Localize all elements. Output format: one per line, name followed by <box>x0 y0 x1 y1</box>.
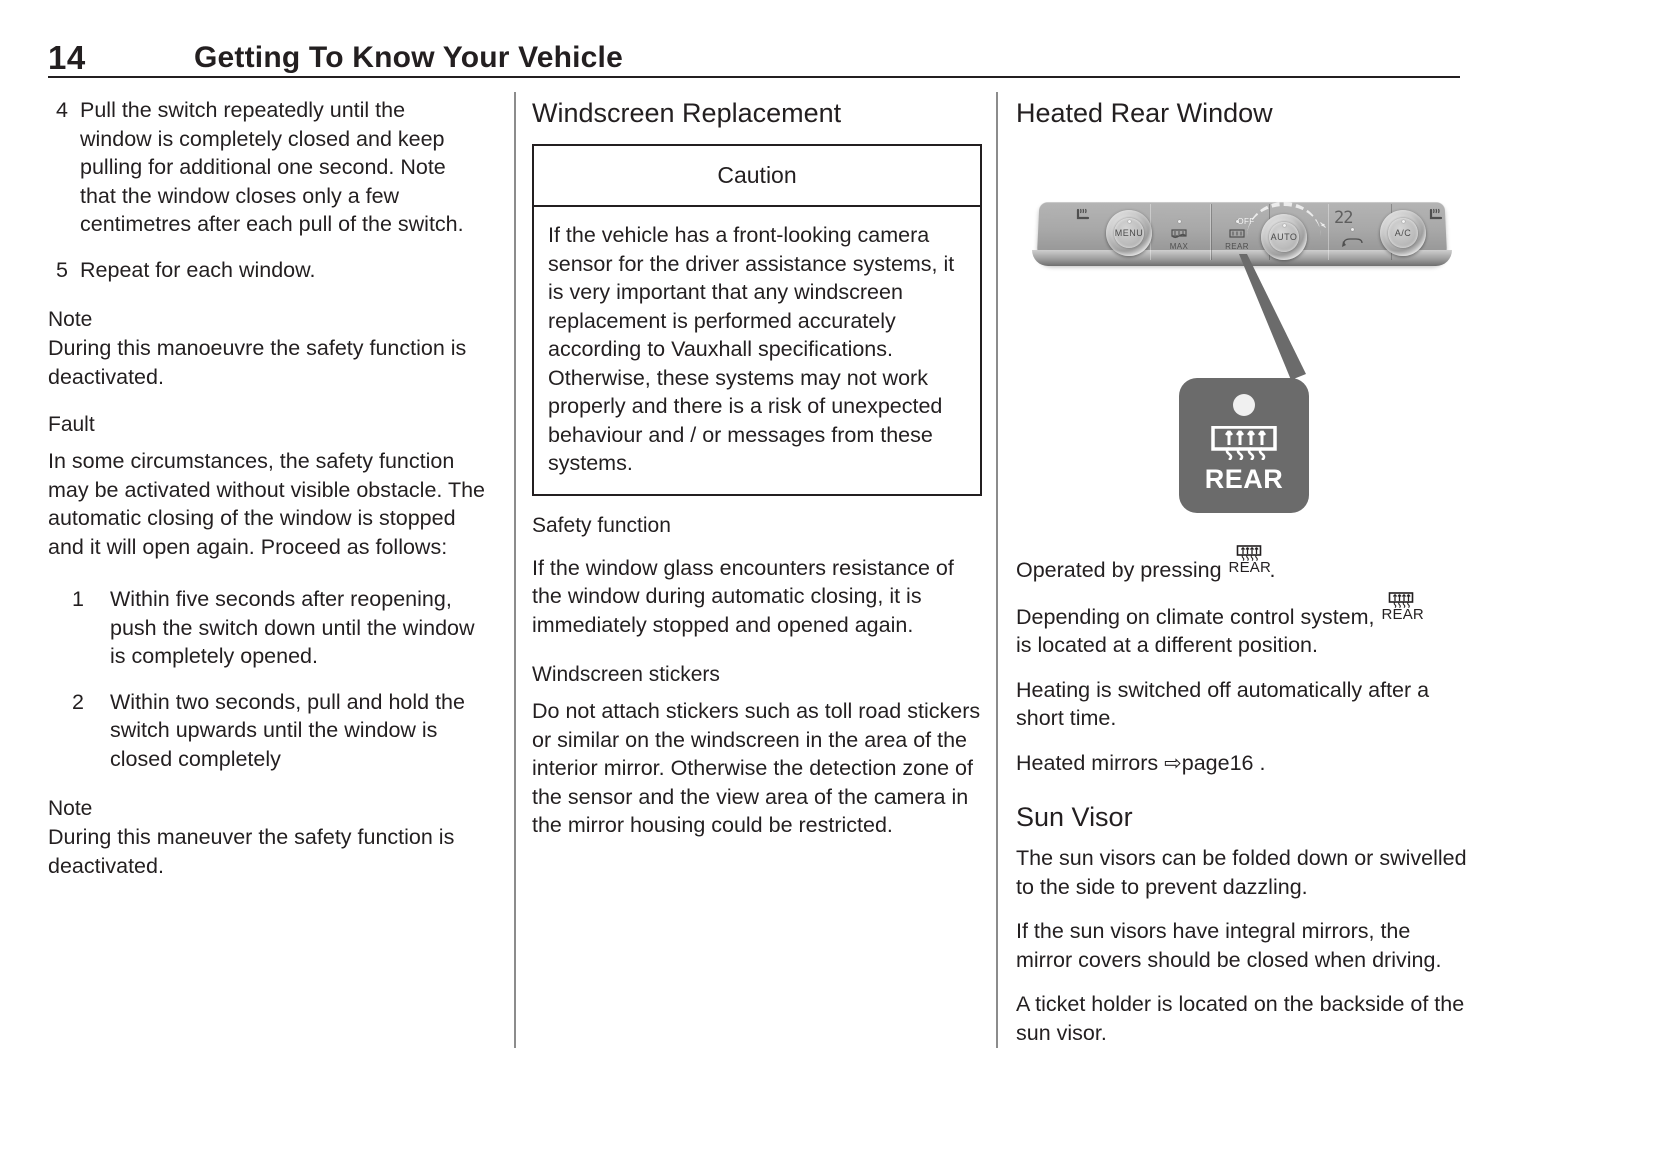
safety-function-text: If the window glass encounters resistanc… <box>532 555 954 637</box>
list-item: 4 Pull the switch repeatedly until the w… <box>48 96 491 239</box>
caution-body-text: If the vehicle has a front-looking camer… <box>548 223 955 475</box>
recirculation-led <box>1351 228 1354 231</box>
rear-defrost-icon <box>1229 229 1245 238</box>
knob-indicator-dot <box>1401 220 1405 224</box>
knob-indicator-dot <box>1127 220 1131 224</box>
max-led <box>1178 220 1181 223</box>
heated-mirrors-page[interactable]: page16 . <box>1181 750 1266 775</box>
seat-heating-icon-right <box>1429 208 1443 220</box>
column-divider-left <box>514 92 516 1048</box>
sun-visor-paragraph-3: A ticket holder is located on the backsi… <box>1016 992 1465 1045</box>
callout-label: REAR <box>1204 464 1284 494</box>
temperature-display: 22 <box>1334 208 1354 228</box>
step-text: Within five seconds after reopening, pus… <box>110 587 475 668</box>
depending-prefix: Depending on climate control system, <box>1016 604 1381 629</box>
fault-intro-text: In some circumstances, the safety functi… <box>48 449 486 559</box>
heating-switched-off-text: Heating is switched off automatically af… <box>1016 677 1430 731</box>
rear-led <box>1236 220 1239 223</box>
callout-leader-line <box>1239 254 1306 380</box>
rear-label: REAR <box>1225 242 1249 251</box>
auto-knob[interactable]: AUTO <box>1261 214 1307 260</box>
callout-led-indicator <box>1233 394 1255 416</box>
note-text: During this maneuver the safety function… <box>48 825 455 878</box>
windscreen-replacement-heading: Windscreen Replacement <box>532 98 842 128</box>
list-item: 2 Within two seconds, pull and hold the … <box>48 688 491 774</box>
page-title: Getting To Know Your Vehicle <box>194 41 623 74</box>
page-number: 14 <box>48 39 86 76</box>
operated-by-pressing-text: Operated by pressing REAR. <box>1016 545 1468 585</box>
inline-rear-label: REAR <box>1228 559 1272 576</box>
heated-mirrors-label: Heated mirrors <box>1016 750 1165 775</box>
seat-heating-icon <box>1076 208 1090 220</box>
ac-knob[interactable]: A/C <box>1380 210 1426 256</box>
air-recirculation-icon <box>1342 238 1363 247</box>
rear-defrost-glyph <box>1236 545 1261 561</box>
header-divider-rule <box>48 76 1460 78</box>
depending-suffix: is located at a different position. <box>1016 633 1318 657</box>
fault-steps-list: 1 Within five seconds after reopening, p… <box>48 585 491 773</box>
depending-on-climate-text: Depending on climate control system, REA… <box>1016 591 1468 660</box>
note-text: During this manoeuvre the safety functio… <box>48 336 467 389</box>
climate-control-panel: MENU MAX REAR OFF <box>1028 198 1456 276</box>
heated-rear-window-heading: Heated Rear Window <box>1016 98 1273 128</box>
inline-rear-defrost-icon: REAR <box>1228 545 1272 581</box>
climate-control-figure: MENU MAX REAR OFF <box>1016 148 1468 548</box>
steps-continued-list: 4 Pull the switch repeatedly until the w… <box>48 96 491 284</box>
caution-box: Caution If the vehicle has a front-looki… <box>532 144 982 496</box>
step-text: Repeat for each window. <box>80 257 316 282</box>
page-header: 14 Getting To Know Your Vehicle <box>48 38 1458 90</box>
knob-indicator-dot <box>1282 224 1286 228</box>
rear-defrost-icon <box>1211 426 1277 460</box>
step-number: 2 <box>72 689 84 714</box>
safety-function-heading: Safety function <box>532 513 671 537</box>
step-number: 1 <box>72 587 84 611</box>
operated-prefix: Operated by pressing <box>1016 558 1228 582</box>
operated-suffix: . <box>1269 558 1276 582</box>
rear-button-callout: REAR <box>1179 378 1309 513</box>
step-text: Within two seconds, pull and hold the sw… <box>110 689 465 771</box>
max-label: MAX <box>1169 242 1189 251</box>
fan-icon <box>1320 222 1326 228</box>
windscreen-stickers-heading: Windscreen stickers <box>532 663 720 686</box>
page-reference-arrow-icon: ⇨ <box>1164 751 1182 775</box>
front-defrost-icon <box>1171 229 1187 239</box>
step-number: 4 <box>56 98 68 122</box>
list-item: 1 Within five seconds after reopening, p… <box>48 585 491 671</box>
middle-column: Windscreen Replacement Caution If the ve… <box>532 96 982 840</box>
note-heading: Note <box>48 308 93 331</box>
sun-visor-heading: Sun Visor <box>1016 802 1133 832</box>
fault-heading: Fault <box>48 413 95 436</box>
heated-mirrors-reference: Heated mirrors ⇨page16 . <box>1016 749 1468 779</box>
right-column: Heated Rear Window MENU <box>1016 96 1468 1047</box>
column-divider-right <box>996 92 998 1048</box>
note-heading: Note <box>48 797 93 820</box>
inline-rear-label: REAR <box>1381 605 1424 623</box>
rear-defrost-glyph <box>1389 591 1414 608</box>
menu-knob[interactable]: MENU <box>1106 210 1152 256</box>
windscreen-stickers-text: Do not attach stickers such as toll road… <box>532 699 981 837</box>
left-column: 4 Pull the switch repeatedly until the w… <box>48 96 491 880</box>
caution-heading: Caution <box>534 146 980 207</box>
sun-visor-paragraph-2: If the sun visors have integral mirrors,… <box>1016 919 1442 972</box>
sun-visor-paragraph-1: The sun visors can be folded down or swi… <box>1016 846 1467 899</box>
auto-dial-arc <box>1247 202 1321 236</box>
off-label: OFF <box>1237 217 1255 226</box>
inline-rear-defrost-icon: REAR <box>1381 591 1424 628</box>
step-text: Pull the switch repeatedly until the win… <box>80 98 464 236</box>
list-item: 5 Repeat for each window. <box>48 256 491 285</box>
step-number: 5 <box>56 257 68 282</box>
